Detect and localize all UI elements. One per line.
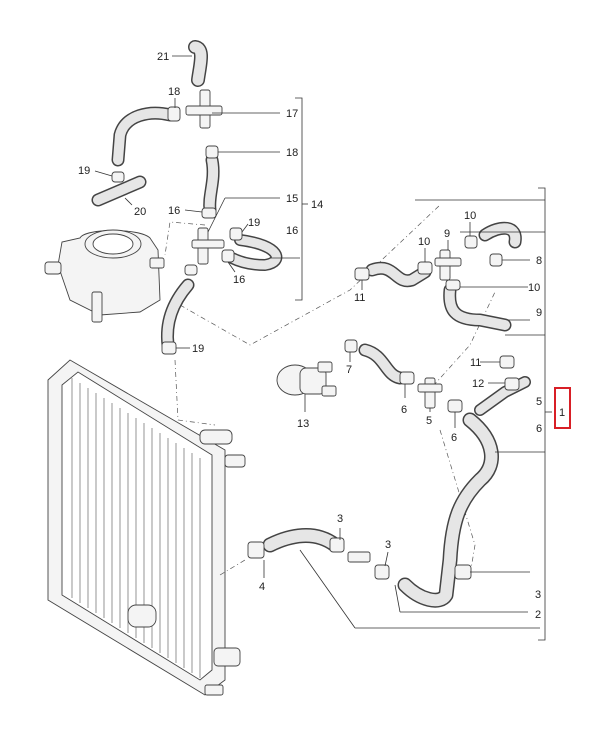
label-19: 19 bbox=[248, 217, 260, 229]
label-10: 10 bbox=[418, 236, 430, 248]
label-3: 3 bbox=[337, 513, 343, 525]
expansion-tank bbox=[44, 229, 165, 323]
connector-lines bbox=[164, 204, 496, 576]
highlight-box-part-1 bbox=[554, 387, 571, 429]
label-1: 1 bbox=[559, 407, 565, 419]
label-19: 19 bbox=[78, 165, 90, 177]
label-2: 2 bbox=[535, 609, 541, 621]
label-13: 13 bbox=[297, 418, 309, 430]
label-16: 16 bbox=[286, 225, 298, 237]
label-5: 5 bbox=[536, 396, 542, 408]
label-4: 4 bbox=[259, 581, 265, 593]
hose-21 bbox=[189, 41, 207, 86]
hose-18-lower bbox=[204, 155, 219, 215]
label-6: 6 bbox=[401, 404, 407, 416]
hose-19 bbox=[162, 280, 193, 350]
hoses bbox=[91, 40, 531, 608]
hose-9 bbox=[444, 285, 510, 330]
group-brackets bbox=[295, 97, 552, 641]
auxiliary-water-pump bbox=[276, 361, 337, 397]
label-11: 11 bbox=[470, 357, 481, 369]
label-18: 18 bbox=[168, 86, 180, 98]
label-16: 16 bbox=[233, 274, 245, 286]
label-3: 3 bbox=[385, 539, 391, 551]
hose-7 bbox=[360, 345, 405, 383]
label-6: 6 bbox=[451, 432, 457, 444]
label-6: 6 bbox=[536, 423, 542, 435]
label-15: 15 bbox=[286, 193, 298, 205]
label-11: 11 bbox=[354, 292, 365, 304]
label-17: 17 bbox=[286, 108, 298, 120]
label-7: 7 bbox=[346, 364, 352, 376]
label-3: 3 bbox=[535, 589, 541, 601]
hose-1 bbox=[399, 414, 498, 607]
label-9: 9 bbox=[536, 307, 542, 319]
hose-11-upper bbox=[367, 263, 430, 286]
hose-20 bbox=[93, 177, 145, 205]
label-14: 14 bbox=[311, 199, 323, 211]
hose-10-top bbox=[480, 223, 521, 247]
label-10: 10 bbox=[528, 282, 540, 294]
label-8: 8 bbox=[536, 255, 542, 267]
hose-2 bbox=[264, 529, 341, 551]
hose-16-u bbox=[227, 235, 281, 270]
label-18: 18 bbox=[286, 147, 298, 159]
label-5: 5 bbox=[426, 415, 432, 427]
fittings-and-clamps bbox=[111, 89, 520, 580]
radiator bbox=[47, 359, 246, 696]
label-20: 20 bbox=[134, 206, 146, 218]
label-9: 9 bbox=[444, 228, 450, 240]
part-number-labels: 21 18 17 18 19 20 16 15 14 19 16 16 19 1… bbox=[78, 51, 565, 621]
label-16: 16 bbox=[168, 205, 180, 217]
hose-18-upper bbox=[113, 108, 175, 165]
leader-lines bbox=[94, 55, 540, 629]
label-21: 21 bbox=[157, 51, 169, 63]
label-12: 12 bbox=[472, 378, 484, 390]
label-19: 19 bbox=[192, 343, 204, 355]
label-10: 10 bbox=[464, 210, 476, 222]
